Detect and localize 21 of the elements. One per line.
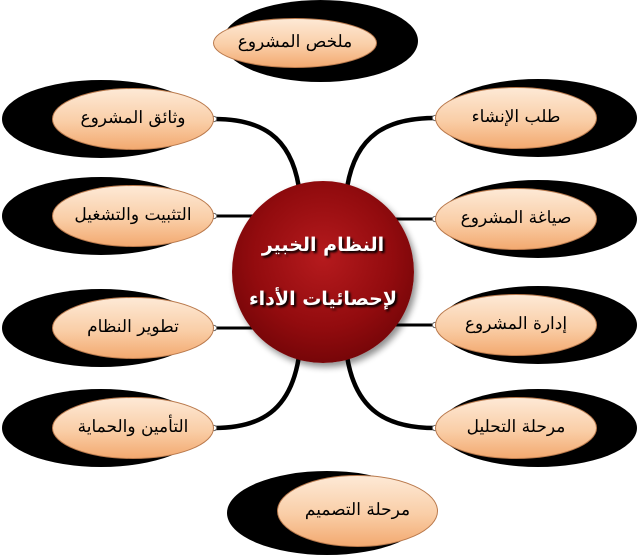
topic-label: مرحلة التصميم (304, 500, 410, 522)
topic-ellipse (0, 80, 214, 158)
topic-ellipse (435, 180, 639, 258)
topic-ellipse (0, 289, 214, 367)
topic-ellipse (213, 0, 418, 82)
topic-ellipse (435, 389, 639, 467)
topic-label: تطوير النظام (87, 317, 179, 339)
topic-label: التثبيت والتشغيل (74, 205, 192, 227)
topic-label: صياغة المشروع (460, 208, 572, 230)
topic-label: طلب الإنشاء (472, 107, 560, 129)
topic-label: التأمين والحماية (78, 417, 188, 439)
topic-ellipse (227, 471, 438, 555)
topic-label: وثائق المشروع (80, 108, 186, 130)
topic-ellipse (0, 177, 214, 255)
topic-label: ملخص المشروع (238, 32, 352, 54)
topic-ellipse (435, 286, 639, 364)
topic-label: إدارة المشروع (464, 314, 568, 336)
topic-ellipse (0, 389, 214, 467)
topic-label: مرحلة التحليل (466, 417, 566, 439)
topic-ellipse (435, 79, 639, 157)
central-title: النظام الخبير لإحصائيات الأداء (248, 233, 398, 312)
